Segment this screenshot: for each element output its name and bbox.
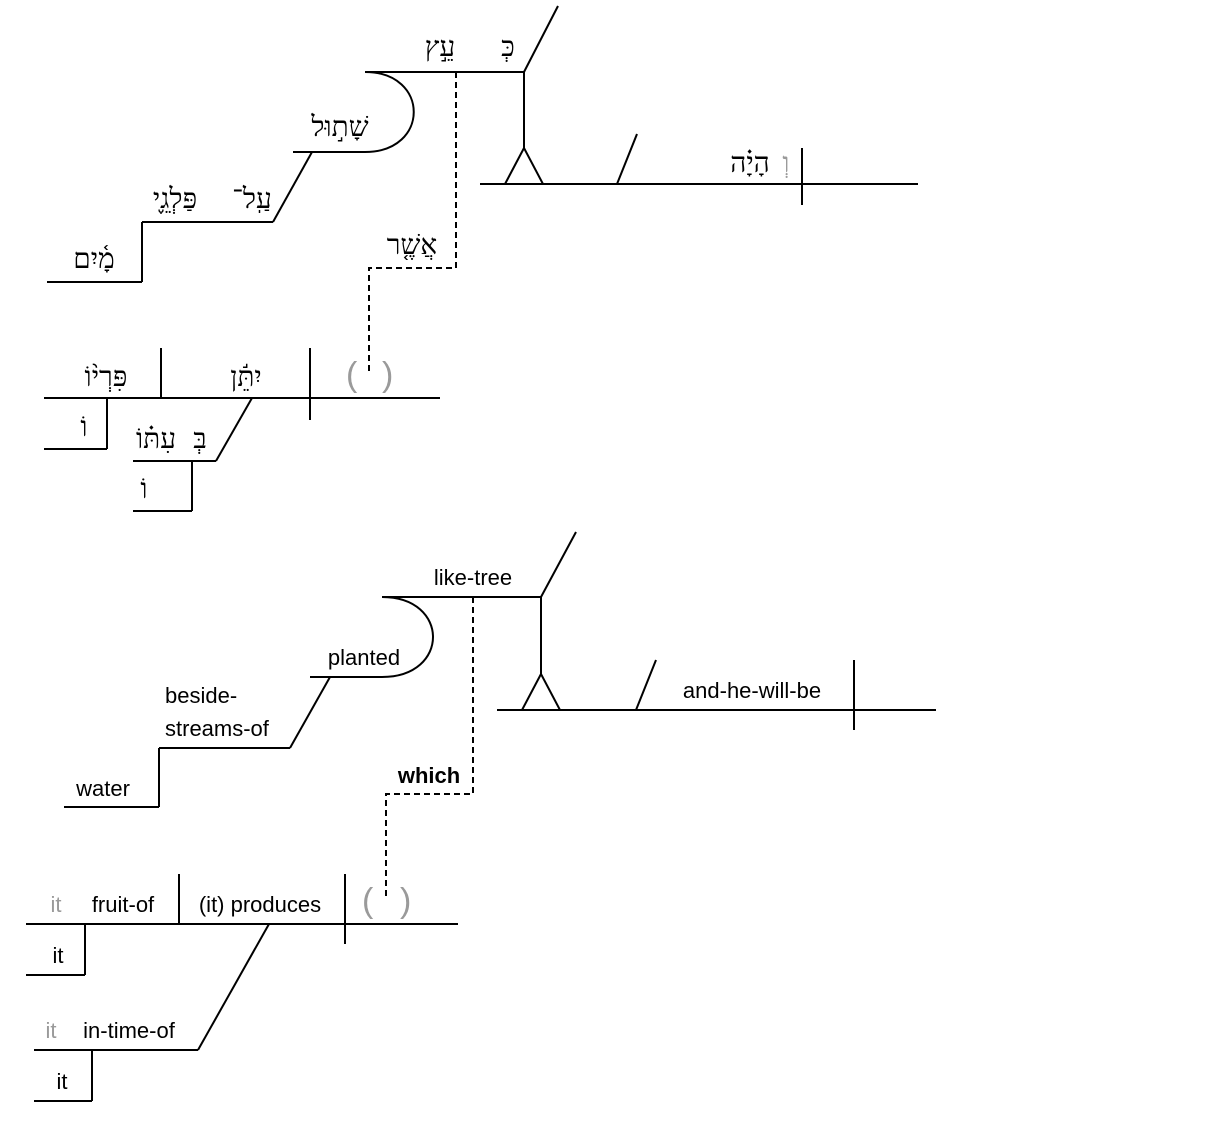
heb-word-itto: עִתּ֗וֹ <box>136 422 176 455</box>
heb-word-asher: אֲשֶׁ֤ר <box>387 228 437 261</box>
eng-word-it-1: it <box>53 943 64 968</box>
heb-word-waw: וְ <box>782 146 789 179</box>
heb-word-ke: כְּ <box>501 30 515 63</box>
english-diagram: like-tree planted beside- streams-of wat… <box>26 531 936 1102</box>
heb-word-shatul: שָׁת֣וּל <box>310 110 368 143</box>
hebrew-diagram: כְּ עֵ֣ץ שָׁת֣וּל עַֽל־ פַּלְגֵ֪י מָ֫יִם… <box>44 5 918 512</box>
heb-word-hayah: הָיָ֗ה <box>730 146 770 179</box>
heb-prep-slant <box>523 5 559 73</box>
eng-complement-slash <box>635 659 657 711</box>
heb-word-suffix-o: וֹ <box>80 410 87 443</box>
eng-implied-subject-close: ) <box>400 882 411 920</box>
heb-word-ets: עֵ֣ץ <box>425 30 455 63</box>
eng-pedestal-triangle <box>520 671 562 711</box>
eng-word-streams-of: streams-of <box>165 716 270 741</box>
eng-prep-slant <box>540 531 577 598</box>
eng-word-and-he-will-be: and-he-will-be <box>683 678 821 703</box>
heb-implied-subject-close: ) <box>382 356 393 394</box>
heb-relative-connector <box>368 72 457 372</box>
heb-word-palge: פַּלְגֵ֪י <box>153 182 197 215</box>
eng-word-which: which <box>397 763 460 788</box>
eng-word-fruit-of: fruit-of <box>92 892 155 917</box>
eng-word-it-gray-2: it <box>46 1018 57 1043</box>
heb-word-be: בְּ <box>193 422 207 455</box>
eng-word-it-2: it <box>57 1069 68 1094</box>
eng-relative-connector <box>385 597 474 898</box>
eng-word-it-gray-1: it <box>51 892 62 917</box>
eng-participle-curve <box>381 596 434 678</box>
eng-word-planted: planted <box>328 645 400 670</box>
heb-prep2-slant <box>272 151 313 223</box>
eng-word-in-time-of: in-time-of <box>83 1018 176 1043</box>
heb-word-yitten: יִתֵּ֬ן <box>230 360 262 393</box>
heb-word-al: עַֽל־ <box>232 182 272 215</box>
heb-complement-slash <box>616 133 638 185</box>
heb-word-suffix-o2: וֹ <box>140 472 147 505</box>
heb-pedestal-triangle <box>503 145 545 185</box>
heb-implied-subject-open: ( <box>346 356 358 394</box>
eng-word-water: water <box>75 776 130 801</box>
eng-word-beside: beside- <box>165 683 237 708</box>
heb-participle-curve <box>364 71 415 153</box>
heb-prep3-slant <box>215 397 253 462</box>
heb-word-piryo: פִּרְי֨וֹ <box>85 360 128 393</box>
eng-word-like-tree: like-tree <box>434 565 512 590</box>
eng-word-it-produces: (it) produces <box>199 892 321 917</box>
eng-prep2-slant <box>289 676 331 749</box>
heb-word-mayim: מָ֫יִם <box>73 242 114 275</box>
eng-implied-subject-open: ( <box>362 882 374 920</box>
eng-prep3-slant <box>197 923 270 1051</box>
